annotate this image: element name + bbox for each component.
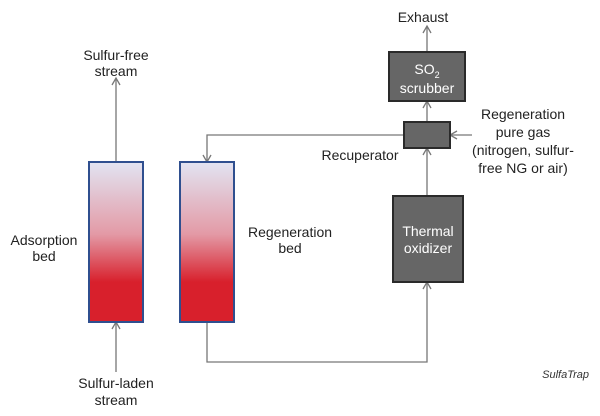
sulfur-laden-label-line1: Sulfur-laden (78, 375, 154, 391)
scrubber-label-line1: SO2 (414, 61, 439, 80)
scrubber-subscript: 2 (435, 70, 440, 80)
exhaust-label: Exhaust (398, 9, 449, 25)
recuperator-box (403, 121, 451, 149)
thermal-oxidizer-box (392, 195, 464, 283)
adsorption-bed (88, 161, 144, 323)
sulfur-laden-label-line2: stream (95, 392, 138, 408)
regeneration-bed-label-line2: bed (278, 240, 301, 256)
regen-gas-label-line1: Regeneration (481, 106, 565, 122)
credit-label: SulfaTrap (542, 369, 589, 381)
adsorption-bed-label-line2: bed (32, 248, 55, 264)
regen-gas-label-line2: pure gas (496, 124, 550, 140)
oxidizer-label-line1: Thermal (402, 223, 453, 239)
recuperator-label: Recuperator (321, 147, 398, 163)
scrubber-so-text: SO (414, 61, 434, 77)
scrubber-label-line2: scrubber (400, 80, 455, 96)
sulfur-free-label-line2: stream (95, 63, 138, 79)
recuperator-to-regen-line (206, 134, 404, 162)
regen-to-oxidizer-line (206, 282, 428, 363)
oxidizer-label-line2: oxidizer (404, 240, 453, 256)
regen-gas-label-line4: free NG or air) (478, 160, 567, 176)
so2-scrubber-box (388, 51, 466, 102)
sulfur-free-label-line1: Sulfur-free (83, 47, 149, 63)
regeneration-bed (179, 161, 235, 323)
exhaust-arrow-icon (422, 24, 432, 34)
adsorption-bed-label-line1: Adsorption (11, 232, 78, 248)
regen-gas-label-line3: (nitrogen, sulfur- (472, 142, 574, 158)
regeneration-bed-label-line1: Regeneration (248, 224, 332, 240)
sulfur-free-arrow-icon (111, 76, 121, 86)
